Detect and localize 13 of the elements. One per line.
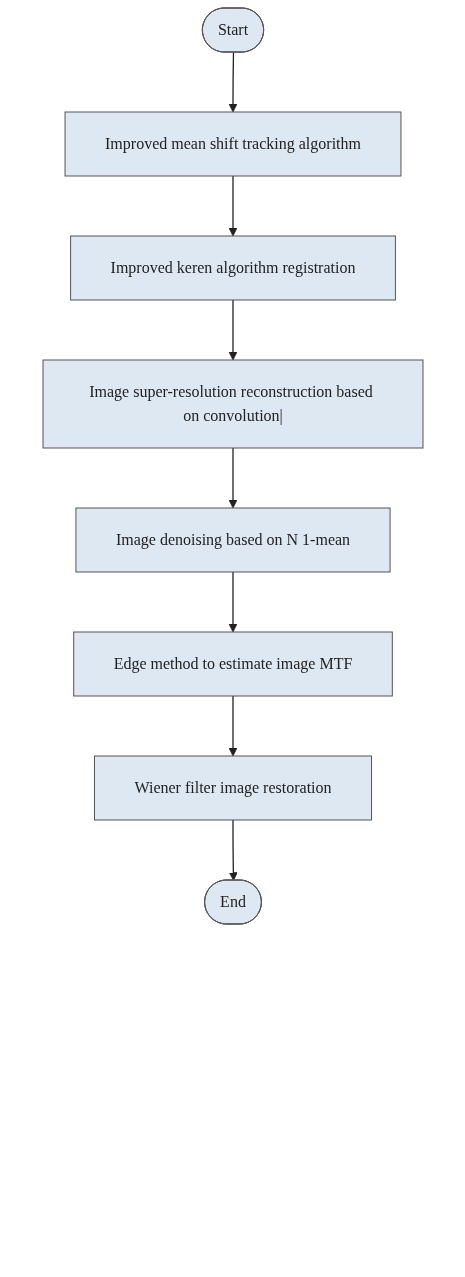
arrow (228, 299, 237, 361)
node-box: Wiener filter image restoration (93, 755, 372, 821)
node-box: Improved keren algorithm registration (69, 235, 396, 301)
arrow (228, 571, 237, 633)
arrow (228, 447, 237, 509)
arrow (228, 175, 237, 237)
arrow (228, 695, 237, 757)
node-box: Image super-resolution reconstruction based on convolution| (42, 359, 423, 449)
arrow (228, 819, 238, 881)
arrow (228, 51, 237, 113)
node-box: Improved mean shift tracking algorithm (64, 111, 401, 177)
node-box: Edge method to estimate image MTF (72, 631, 393, 697)
node-box: Image denoising based on N 1-mean (74, 507, 391, 573)
